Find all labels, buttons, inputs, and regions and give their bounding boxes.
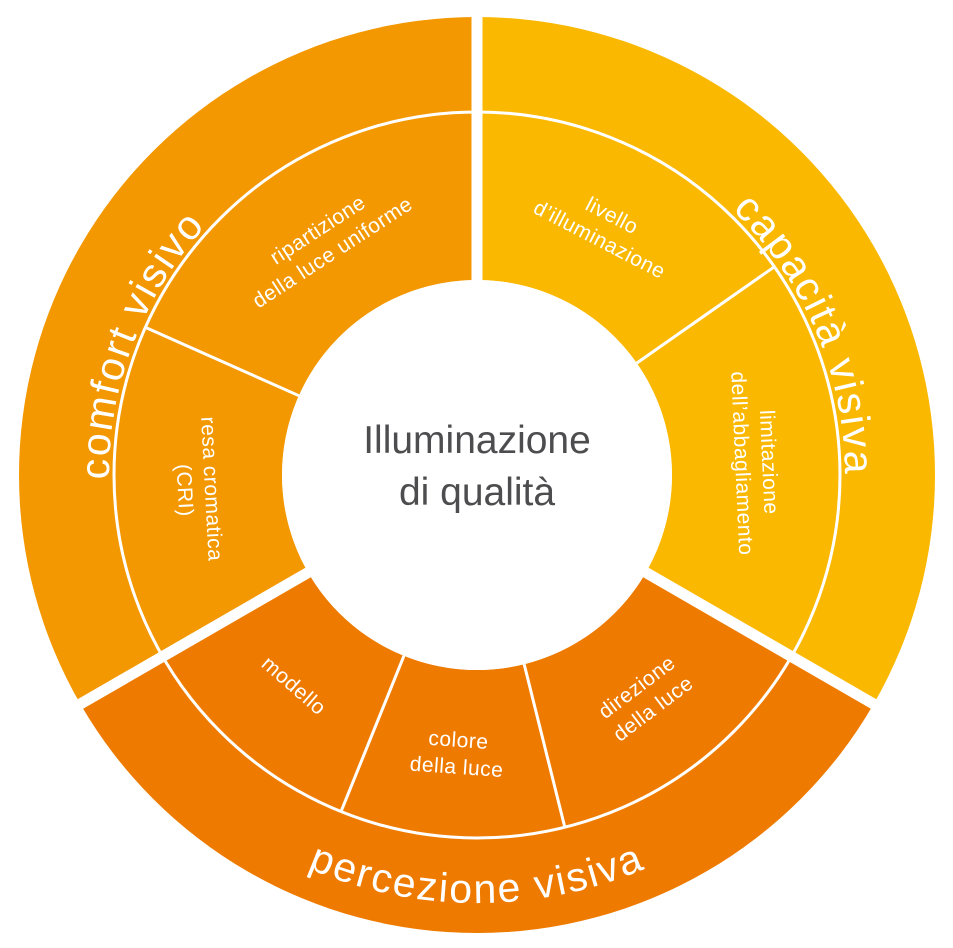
subsector-divider (339, 655, 406, 813)
subsector-divider (144, 325, 300, 398)
sector-separator (638, 565, 886, 714)
center-title-line2: di qualità (399, 471, 555, 514)
center-title-line1: Illuminazione (363, 419, 591, 462)
subsector-label-line: colore (428, 727, 490, 754)
subsector-label-line: (CRI) (172, 463, 198, 517)
sector-comfort (19, 17, 478, 704)
sector-separator (68, 565, 316, 714)
subsector-divider (635, 265, 776, 365)
center-circle (282, 280, 672, 670)
sector-capacita (477, 17, 935, 704)
subsector-label-line: limitazione (755, 409, 783, 515)
subsector-divider (522, 663, 567, 828)
sector-percezione (80, 572, 874, 933)
